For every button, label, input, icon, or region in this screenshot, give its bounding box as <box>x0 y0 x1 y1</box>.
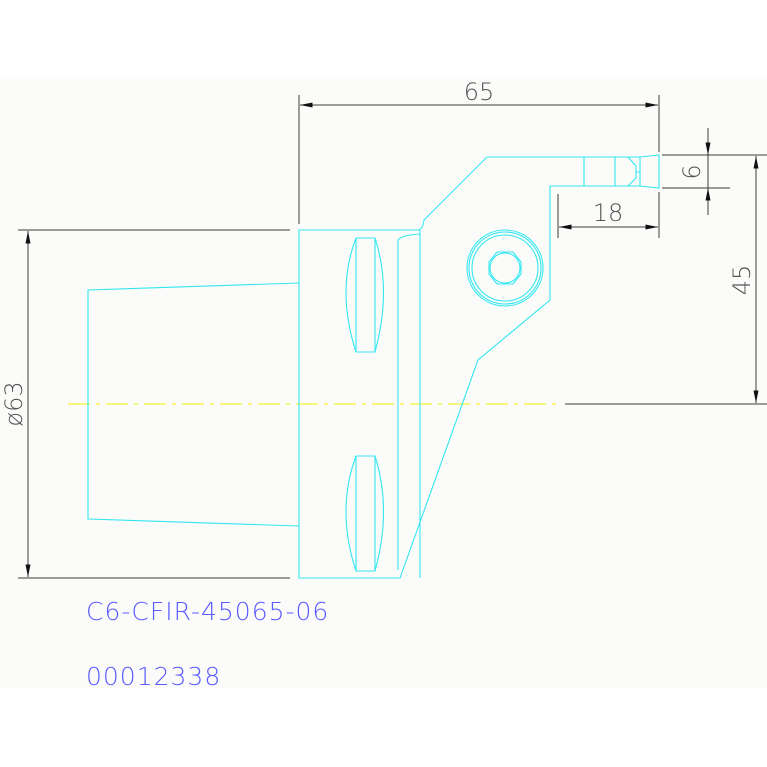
svg-text:65: 65 <box>464 78 495 106</box>
dimension-diameter-63: ø63 <box>0 229 290 579</box>
shank <box>87 282 300 527</box>
svg-text:ø63: ø63 <box>0 381 28 426</box>
item-code-label: 00012338 <box>86 662 222 691</box>
drawing-sheet <box>0 79 767 688</box>
slot-upper <box>345 237 384 353</box>
part-number-label: C6-CFIR-45065-06 <box>86 597 330 626</box>
dimension-18: 18 <box>557 192 660 238</box>
dimension-65: 65 <box>298 78 660 224</box>
dimension-6: 6 <box>662 128 730 215</box>
slot-lower <box>345 455 384 572</box>
dimension-45: 45 <box>565 154 767 405</box>
tool-holder-outline <box>87 154 660 579</box>
body <box>298 154 660 579</box>
svg-text:18: 18 <box>593 199 624 227</box>
svg-text:6: 6 <box>678 164 706 179</box>
svg-text:45: 45 <box>728 265 756 296</box>
clamp-screw <box>466 229 544 307</box>
